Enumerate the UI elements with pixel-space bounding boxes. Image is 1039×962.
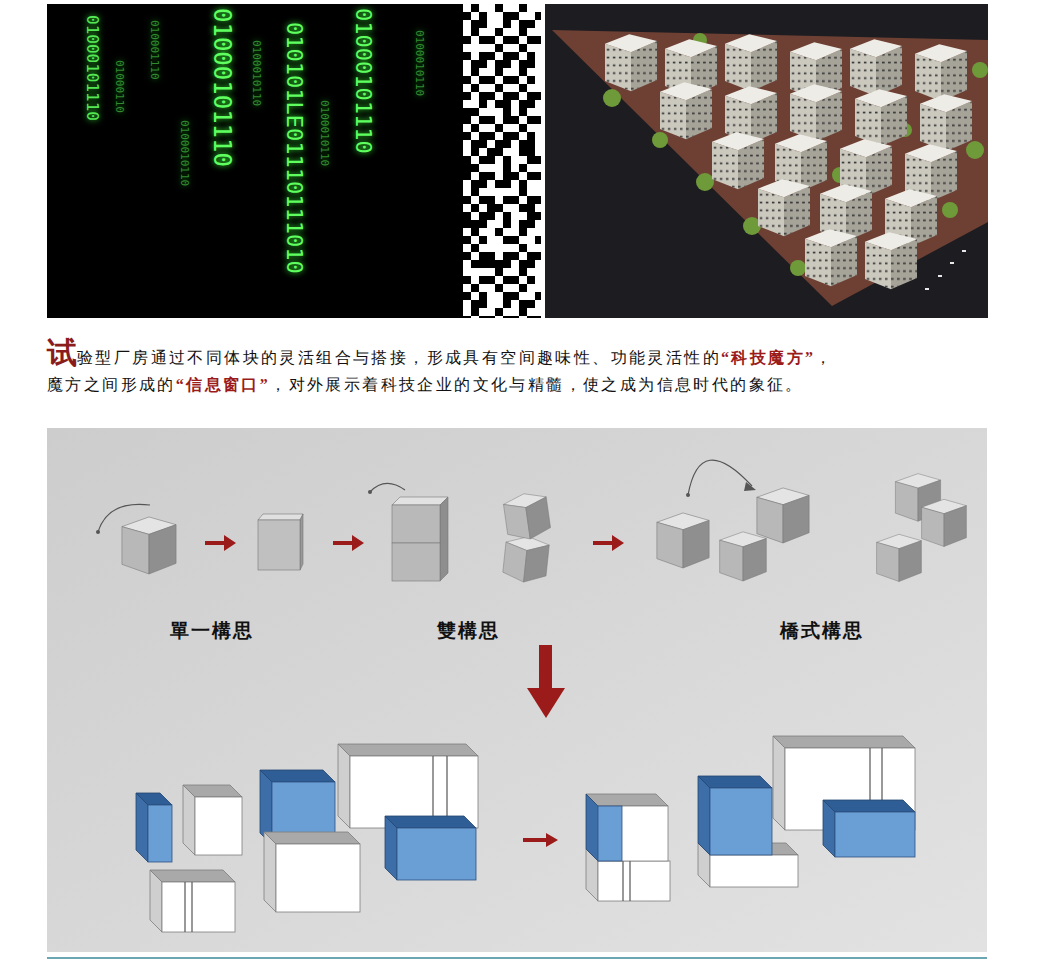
concept-label: 雙構思	[437, 618, 500, 644]
cube-concepts	[96, 460, 966, 718]
body-text: ，	[815, 349, 833, 366]
body-text: ，对外展示着科技企业的文化与精髓，使之成为信息时代的象征。	[270, 376, 804, 393]
body-text: 验型厂房通过不同体块的灵活组合与搭接，形成具有空间趣味性、功能灵活性的	[77, 349, 721, 366]
binary-code: 01000101110	[352, 8, 374, 154]
concept-label: 橋式構思	[780, 618, 864, 644]
binary-code: 0100010110	[319, 100, 330, 166]
binary-code: 01000110	[114, 60, 125, 113]
binary-panel	[47, 4, 541, 318]
binary-code: 0100010110	[179, 120, 190, 186]
body-text: 魔方之间形成的	[47, 376, 176, 393]
highlight-term: “科技魔方”	[721, 349, 815, 366]
paragraph-line: 魔方之间形成的“信息窗口”，对外展示着科技企业的文化与精髓，使之成为信息时代的象…	[47, 375, 804, 396]
binary-code: 0100010110	[251, 40, 262, 106]
highlight-term: “信息窗口”	[176, 376, 270, 393]
bottom-rule	[47, 957, 987, 959]
paragraph-line: 试验型厂房通过不同体块的灵活组合与搭接，形成具有空间趣味性、功能灵活性的“科技魔…	[47, 333, 834, 374]
binary-code: 010101LE01110111010	[283, 22, 305, 274]
concept-label: 單一構思	[170, 618, 254, 644]
binary-code: 0100010110	[414, 30, 425, 96]
binary-code: 010001110	[149, 20, 160, 80]
site-render	[545, 4, 988, 318]
concept-panel	[47, 428, 987, 952]
binary-code: 01000101110	[84, 15, 100, 121]
volume-composition	[136, 736, 915, 932]
binary-code: 01000101110	[210, 8, 234, 167]
down-arrow	[527, 645, 565, 718]
drop-cap: 试	[47, 336, 77, 369]
